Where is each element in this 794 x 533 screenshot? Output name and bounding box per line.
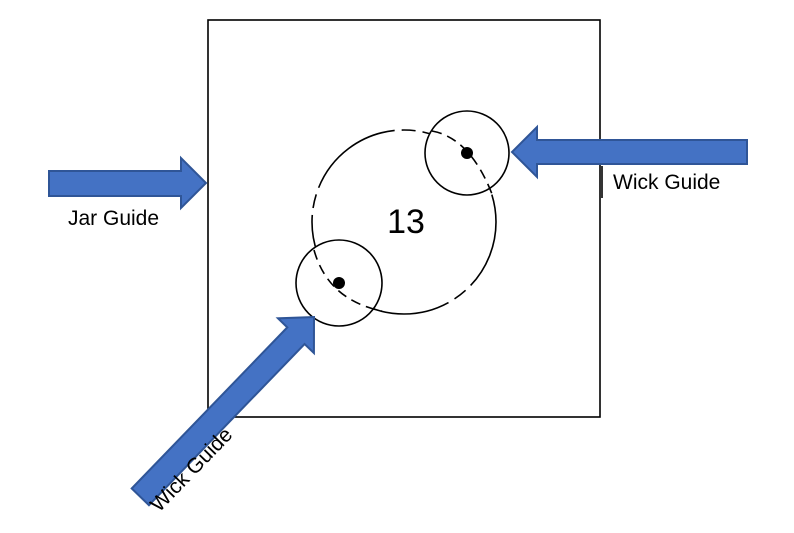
center-number: 13: [387, 203, 425, 241]
center-dot-upper: [461, 147, 473, 159]
wick-guide-arrow-right: [510, 124, 748, 180]
large-circle-arc-inside-lower: [313, 249, 383, 312]
square-outline: [207, 19, 601, 418]
wick-guide-right-label: Wick Guide: [613, 171, 720, 194]
jar-guide-label: Jar Guide: [68, 207, 159, 230]
large-dashed-circle: [311, 129, 497, 315]
jar-guide-arrow: [48, 155, 208, 211]
center-dot-lower: [333, 277, 345, 289]
wick-guide-arrow-diagonal: [130, 315, 316, 507]
